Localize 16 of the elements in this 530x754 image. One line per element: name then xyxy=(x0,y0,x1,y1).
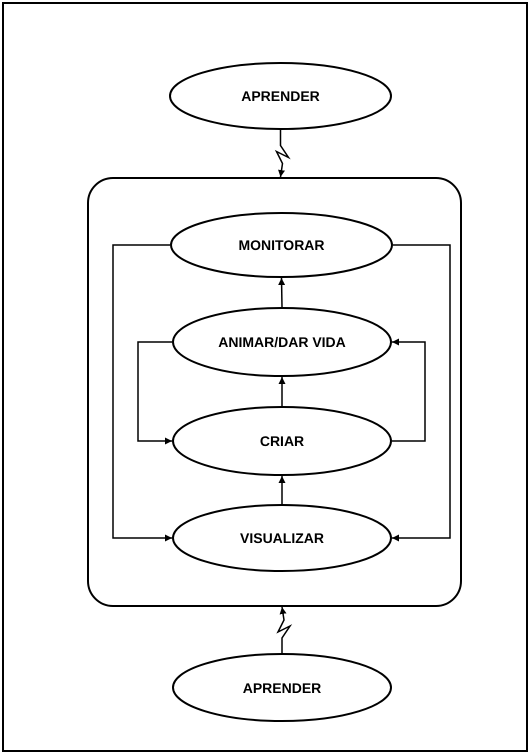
step-label: MONITORAR xyxy=(238,237,325,253)
arrow xyxy=(392,338,426,442)
arrow xyxy=(278,377,286,406)
lightning-arrow xyxy=(276,606,292,653)
step-label: APRENDER xyxy=(241,88,320,104)
group-box xyxy=(87,177,462,607)
step-label: APRENDER xyxy=(242,680,322,696)
arrow xyxy=(392,244,451,542)
arrow xyxy=(112,244,172,542)
lightning-arrow xyxy=(274,130,291,178)
arrow xyxy=(137,341,172,444)
arrow xyxy=(278,476,286,504)
step-label: ANIMAR/DAR VIDA xyxy=(218,334,346,350)
step-label: CRIAR xyxy=(260,433,304,449)
arrow xyxy=(278,278,286,308)
step-label: VISUALIZAR xyxy=(240,530,324,546)
